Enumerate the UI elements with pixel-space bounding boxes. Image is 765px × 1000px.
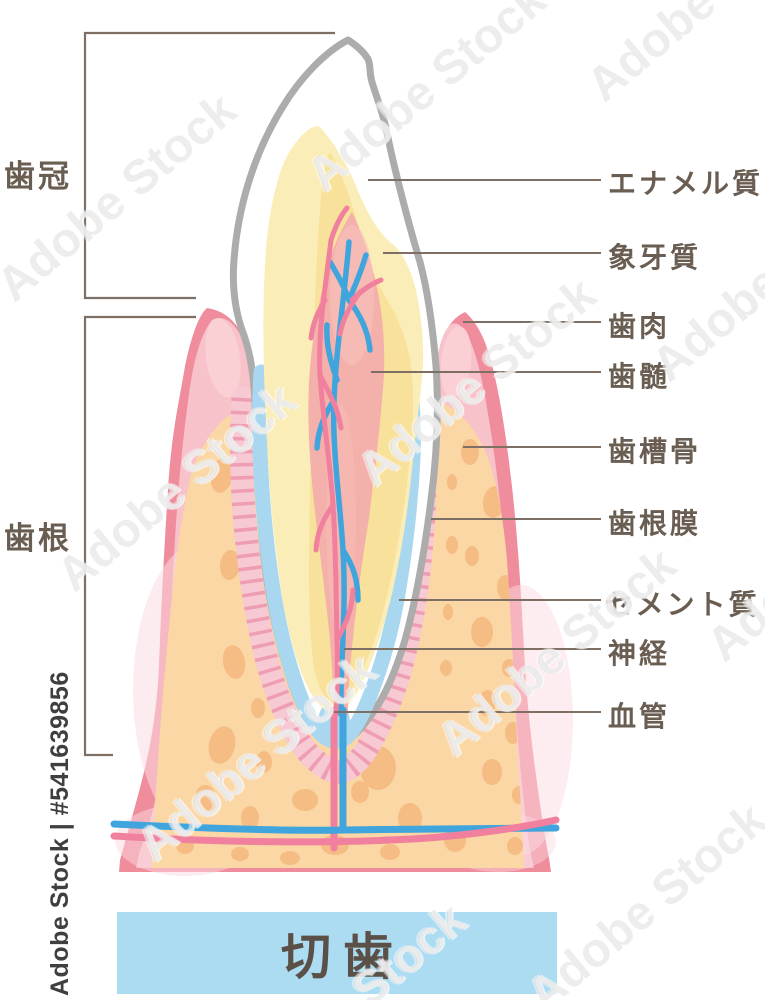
lower-vessels bbox=[110, 706, 560, 852]
blood-vessel-pink bbox=[308, 205, 384, 717]
pulp-vessels bbox=[308, 205, 384, 717]
bracket-root bbox=[83, 315, 196, 757]
diagram-title: 切歯 bbox=[281, 929, 405, 985]
label-pulp: 歯髄 bbox=[608, 361, 671, 392]
label-crown: 歯冠 bbox=[4, 159, 72, 194]
label-periodontal-ligament: 歯根膜 bbox=[608, 508, 702, 539]
bracket-crown bbox=[83, 31, 335, 300]
diagram-title-banner: 切歯 bbox=[117, 912, 557, 994]
label-cementum: セメント質 bbox=[605, 589, 760, 620]
label-dentin: 象牙質 bbox=[608, 242, 702, 273]
label-root: 歯根 bbox=[4, 521, 72, 556]
label-blood-vessel: 血管 bbox=[608, 701, 671, 732]
label-enamel: エナメル質 bbox=[608, 168, 764, 199]
label-alveolar-bone: 歯槽骨 bbox=[608, 436, 702, 467]
label-nerve: 神経 bbox=[608, 638, 671, 669]
leader-lines bbox=[334, 179, 601, 713]
gum-wash bbox=[440, 326, 472, 398]
horizontal-vessel-pink bbox=[110, 816, 560, 846]
bracket-lines bbox=[83, 31, 335, 757]
label-gum: 歯肉 bbox=[608, 311, 671, 342]
gum-wash bbox=[205, 318, 241, 398]
